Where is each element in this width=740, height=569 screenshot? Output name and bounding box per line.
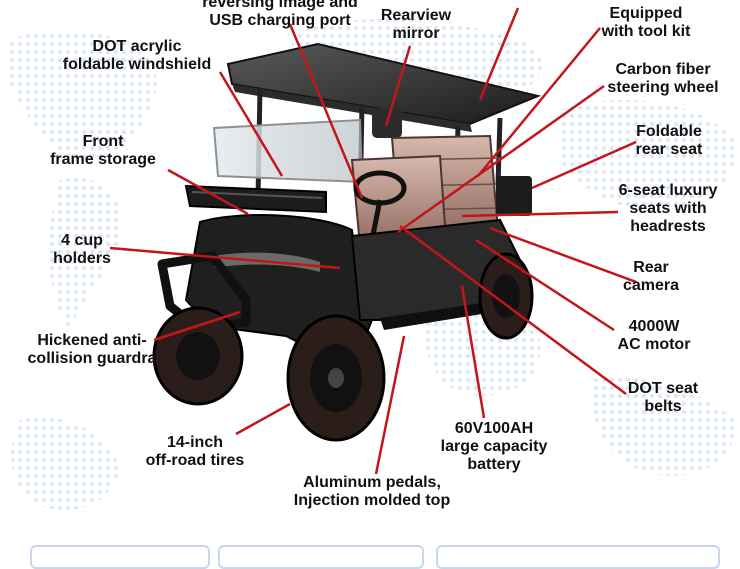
- label-rearview-mirror: Rearview mirror: [368, 7, 464, 43]
- label-line: 4 cup: [61, 232, 103, 249]
- label-charging-port: reversing image and USB charging port: [186, 0, 374, 30]
- label-rear-seat: Foldable rear seat: [622, 123, 716, 159]
- front-right-wheel: [286, 314, 386, 442]
- leader-lines: [109, 7, 637, 475]
- label-luxury-seats: 6-seat luxury seats with headrests: [604, 182, 732, 236]
- bottom-card[interactable]: [436, 545, 720, 569]
- label-line: Aluminum pedals,: [303, 474, 441, 491]
- label-windshield: DOT acrylic foldable windshield: [48, 38, 226, 74]
- label-line: headrests: [630, 218, 706, 235]
- label-line: camera: [622, 277, 680, 294]
- label-line: belts: [644, 398, 682, 415]
- label-line: Rear: [633, 259, 669, 276]
- label-line: reversing image and: [202, 0, 358, 11]
- label-line: 6-seat luxury: [618, 182, 718, 199]
- product-feature-diagram: reversing image and USB charging port Re…: [7, 0, 736, 569]
- label-line: Equipped: [609, 5, 683, 22]
- label-line: large capacity: [440, 438, 548, 455]
- label-line: AC motor: [617, 336, 691, 353]
- label-steering-wheel: Carbon fiber steering wheel: [596, 61, 730, 97]
- label-line: mirror: [392, 25, 440, 42]
- label-line: holders: [53, 250, 111, 267]
- label-line: Hickened anti-: [37, 332, 147, 349]
- label-line: steering wheel: [607, 79, 719, 96]
- label-pedals: Aluminum pedals, Injection molded top: [280, 474, 464, 510]
- label-line: 14-inch: [166, 434, 223, 451]
- label-line: collision guardra: [27, 350, 157, 367]
- label-line: 4000W: [628, 318, 680, 335]
- label-line: Injection molded top: [293, 492, 451, 509]
- bottom-card[interactable]: [30, 545, 210, 569]
- label-line: frame storage: [50, 151, 156, 168]
- bottom-card[interactable]: [218, 545, 424, 569]
- rear-wheel: [478, 252, 534, 340]
- label-line: Foldable: [636, 123, 702, 140]
- label-line: 60V100AH: [454, 420, 534, 437]
- label-battery: 60V100AH large capacity battery: [432, 420, 556, 474]
- label-front-storage: Front frame storage: [40, 133, 166, 169]
- label-line: rear seat: [635, 141, 703, 158]
- label-ac-motor: 4000W AC motor: [606, 318, 702, 354]
- label-line: DOT acrylic: [92, 38, 182, 55]
- label-line: foldable windshield: [62, 56, 212, 73]
- label-tires: 14-inch off-road tires: [134, 434, 256, 470]
- label-anti-collision-guard: Hickened anti- collision guardra: [22, 332, 162, 368]
- label-line: Front: [82, 133, 124, 150]
- label-cup-holders: 4 cup holders: [48, 232, 116, 268]
- label-line: USB charging port: [209, 12, 351, 29]
- label-seat-belts: DOT seat belts: [618, 380, 708, 416]
- label-line: seats with: [629, 200, 707, 217]
- label-line: battery: [467, 456, 521, 473]
- label-line: off-road tires: [145, 452, 245, 469]
- label-line: DOT seat: [627, 380, 699, 397]
- front-left-wheel: [152, 306, 244, 406]
- label-tool-kit: Equipped with tool kit: [584, 5, 708, 41]
- diagram-canvas: [7, 7, 736, 510]
- label-rear-camera: Rear camera: [612, 259, 690, 295]
- label-line: Rearview: [380, 7, 452, 24]
- golf-cart-illustration: [152, 42, 542, 442]
- label-line: Carbon fiber: [615, 61, 711, 78]
- label-line: with tool kit: [601, 23, 691, 40]
